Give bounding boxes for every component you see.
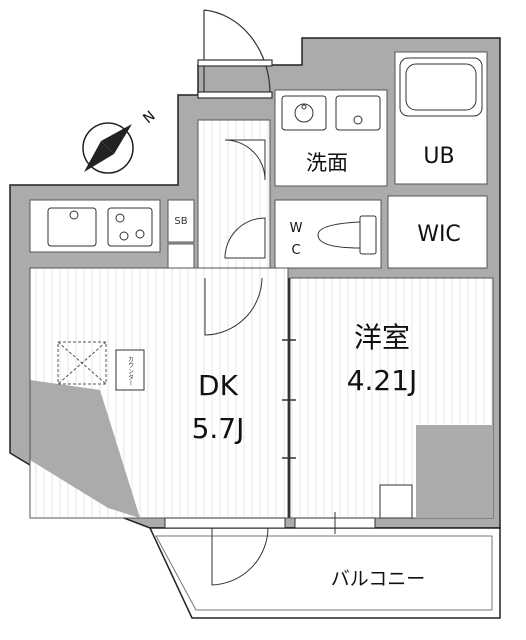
- balcony-door: [211, 527, 269, 586]
- washroom-door: [224, 139, 266, 181]
- western-storage: [379, 484, 413, 519]
- counter-label: カウンター: [127, 356, 134, 386]
- balcony: [148, 527, 501, 619]
- compass-north-label: N: [140, 108, 158, 127]
- stove: [107, 207, 153, 247]
- counter-shelf: [115, 349, 145, 391]
- washroom-floor: [274, 89, 388, 187]
- dk-room-size: 5.7J: [192, 412, 245, 445]
- kitchen-fixtures: [47, 207, 153, 247]
- entrance-door: [197, 9, 273, 99]
- bath-label: UB: [423, 144, 454, 169]
- western-room-size: 4.21J: [347, 364, 418, 397]
- left-wedge-wall: [30, 380, 140, 518]
- compass-icon: [82, 122, 134, 174]
- toilet-floor: [274, 199, 382, 269]
- toilet-door: [224, 217, 266, 259]
- toilet-label-c: C: [291, 243, 300, 258]
- partition-ticks: [282, 339, 296, 459]
- balcony-label: バルコニー: [331, 568, 426, 590]
- shoebox-label: SB: [174, 216, 187, 227]
- bathtub: [399, 57, 483, 117]
- dk-room-name: DK: [198, 369, 239, 402]
- fridge-space: [57, 341, 107, 385]
- washbasin: [281, 95, 381, 131]
- sink: [47, 207, 97, 247]
- wic-floor: [387, 195, 488, 269]
- right-lower-wall: [416, 425, 493, 518]
- closet-label: WIC: [417, 222, 461, 247]
- western-room-name: 洋室: [354, 321, 410, 354]
- bath-floor: [394, 51, 488, 185]
- toilet-fixture: [317, 215, 377, 255]
- toilet-label-w: W: [290, 221, 303, 236]
- shoebox: [167, 199, 195, 243]
- washroom-label: 洗面: [306, 151, 348, 175]
- windows-bottom: [164, 512, 376, 534]
- dk-door: [204, 277, 263, 336]
- shoebox-lower: [167, 243, 195, 269]
